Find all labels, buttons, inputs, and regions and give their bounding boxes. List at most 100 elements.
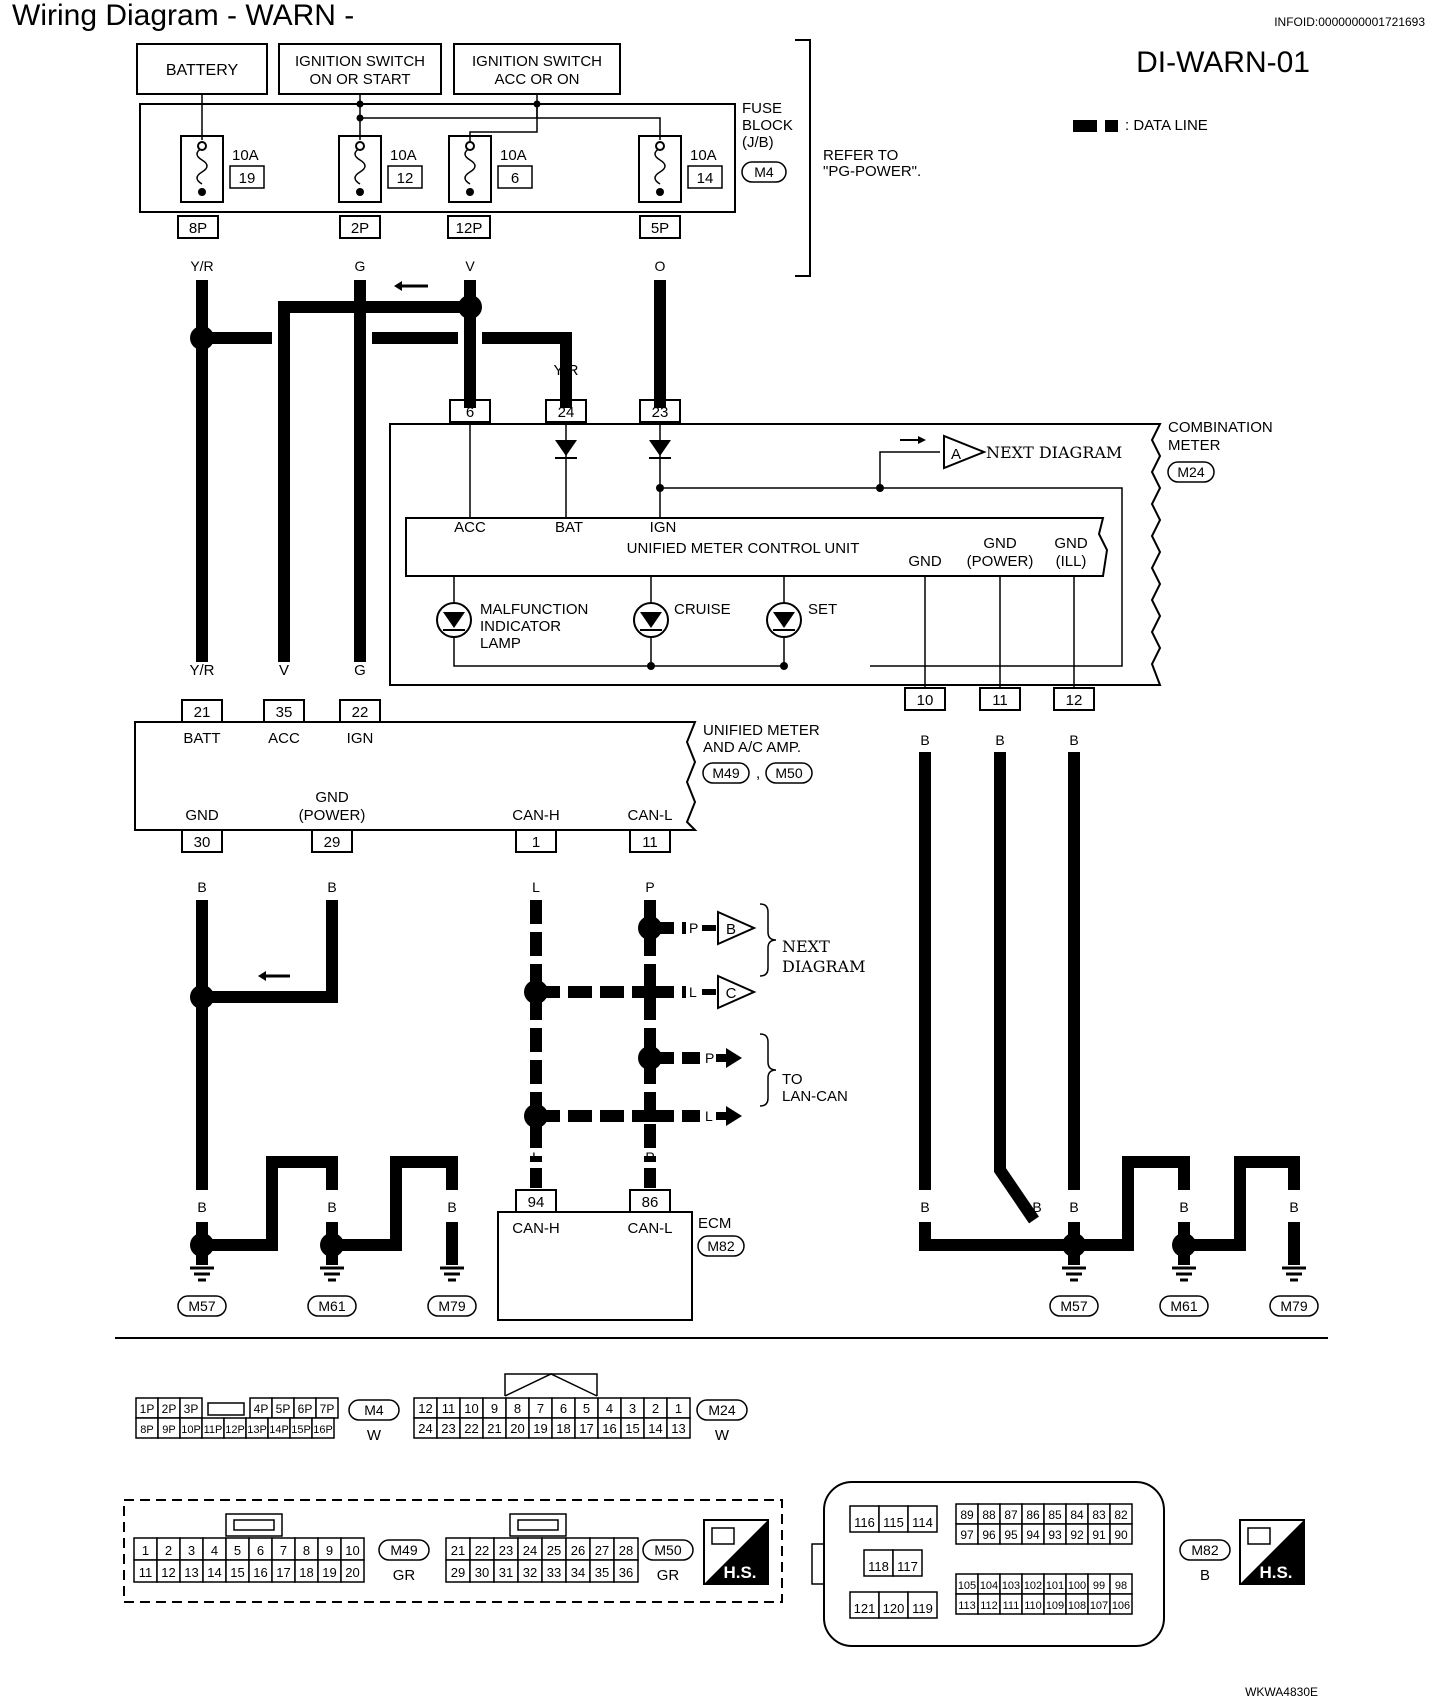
m4-pin: 9P <box>157 1417 181 1439</box>
m49-pin: 10 <box>340 1537 365 1561</box>
fuse-pin-8p: 8P <box>177 215 219 239</box>
svg-text:12: 12 <box>161 1565 175 1580</box>
fuse-12-amp: 10A <box>390 147 417 164</box>
svg-text:112: 112 <box>980 1600 998 1612</box>
svg-text:24: 24 <box>418 1421 432 1436</box>
svg-text:101: 101 <box>1046 1580 1064 1592</box>
svg-text:86: 86 <box>642 1194 659 1211</box>
svg-text:118: 118 <box>868 1559 889 1574</box>
m24-pin: 11 <box>436 1397 461 1419</box>
m4-pin: 4P <box>249 1397 273 1419</box>
amp-pin-29: 29 <box>311 829 353 853</box>
svg-text:111: 111 <box>1003 1600 1020 1612</box>
m24-pin: 24 <box>413 1417 438 1439</box>
m24-latch <box>504 1373 598 1397</box>
svg-text:7: 7 <box>537 1401 544 1416</box>
umcu-gnd-power-2: (POWER) <box>967 553 1034 570</box>
fuse-19-amp: 10A <box>232 147 259 164</box>
m49-id: M49 <box>390 1542 417 1558</box>
m24-pin: 2 <box>643 1397 668 1419</box>
footer-code: WKWA4830E <box>1245 1685 1318 1699</box>
svg-text:H.S.: H.S. <box>1259 1563 1292 1582</box>
m82-pin: 92 <box>1065 1523 1089 1545</box>
m82-pin: 86 <box>1021 1503 1045 1525</box>
amp-pin-30: 30 <box>181 829 223 853</box>
svg-text:17: 17 <box>276 1565 290 1580</box>
combo-pin-12: 12 <box>1053 687 1095 711</box>
svg-text:106: 106 <box>1112 1600 1130 1612</box>
svg-text:19: 19 <box>322 1565 336 1580</box>
m24-pin: 7 <box>528 1397 553 1419</box>
m82-pin: 117 <box>892 1549 923 1577</box>
m50-pin: 29 <box>445 1559 471 1583</box>
svg-text:36: 36 <box>619 1565 633 1580</box>
m49-badge-face <box>378 1539 430 1561</box>
svg-text:96: 96 <box>982 1528 996 1542</box>
m82-pin: 84 <box>1065 1503 1089 1525</box>
wire-l-to-c: L <box>689 984 697 1000</box>
wire-b-g3: B <box>327 1199 336 1215</box>
amp-gnd: GND <box>185 807 219 824</box>
svg-text:88: 88 <box>982 1508 996 1522</box>
m24-pin: 20 <box>505 1417 530 1439</box>
m24-pin: 19 <box>528 1417 553 1439</box>
m82-pin: 114 <box>907 1505 938 1533</box>
m24-pin: 18 <box>551 1417 576 1439</box>
fuse-block-connector: M4 <box>754 164 774 180</box>
m82-pin: 85 <box>1043 1503 1067 1525</box>
svg-text:6: 6 <box>466 404 474 421</box>
svg-text:6: 6 <box>257 1543 264 1558</box>
umcu-gnd-ill-2: (ILL) <box>1056 553 1087 570</box>
fuse-block-label-1: FUSE <box>742 100 782 117</box>
ground-symbol-m61-left: M61 <box>307 1266 357 1317</box>
m4-pin: 12P <box>223 1417 247 1439</box>
svg-text:BATT: BATT <box>183 730 220 747</box>
svg-text:5P: 5P <box>276 1402 291 1416</box>
malfunction-indicator-lamp-icon <box>436 602 472 638</box>
m50-pin: 26 <box>565 1537 591 1561</box>
svg-text:102: 102 <box>1024 1580 1042 1592</box>
m24-pin: 12 <box>413 1397 438 1419</box>
svg-text:117: 117 <box>897 1559 918 1574</box>
svg-text:98: 98 <box>1115 1580 1127 1592</box>
m4-pin: 13P <box>245 1417 269 1439</box>
svg-text:14: 14 <box>648 1421 662 1436</box>
m4-pin: 15P <box>289 1417 313 1439</box>
m4-id: M4 <box>364 1402 384 1418</box>
wire-color-g: G <box>355 258 366 274</box>
combo-pin-10: 10 <box>904 687 946 711</box>
svg-text:5P: 5P <box>651 220 669 237</box>
m50-pin: 35 <box>589 1559 615 1583</box>
wire-b-r5: B <box>1179 1199 1188 1215</box>
m24-pin: 6 <box>551 1397 576 1419</box>
svg-text:22: 22 <box>475 1543 489 1558</box>
svg-text:90: 90 <box>1114 1528 1128 1542</box>
m82-pin: 88 <box>977 1503 1001 1525</box>
amp-canl: CAN-L <box>627 807 672 824</box>
wire-l-to-lan: L <box>705 1108 713 1124</box>
m49-badge <box>702 762 750 784</box>
svg-text:108: 108 <box>1068 1600 1086 1612</box>
next-diagram-c-marker <box>717 974 757 1010</box>
svg-text:1: 1 <box>675 1401 682 1416</box>
svg-text:121: 121 <box>854 1601 876 1616</box>
amp-label-2: AND A/C AMP. <box>703 739 801 756</box>
m4-pin: 8P <box>135 1417 159 1439</box>
m50-latch <box>517 1519 559 1531</box>
m4-pin: 10P <box>179 1417 203 1439</box>
m49-m50-group <box>123 1499 783 1603</box>
svg-text:11: 11 <box>442 1401 456 1416</box>
svg-text:16P: 16P <box>313 1424 333 1436</box>
wire-b-g5: B <box>447 1199 456 1215</box>
m24-pin: 14 <box>643 1417 668 1439</box>
m82-pin: 95 <box>999 1523 1023 1545</box>
svg-text:2P: 2P <box>162 1402 177 1416</box>
m82-pin: 112 <box>977 1593 1001 1615</box>
m82-pin: 121 <box>849 1591 880 1619</box>
svg-text:2: 2 <box>165 1543 172 1558</box>
m82-pin: 103 <box>999 1573 1023 1595</box>
m24-pin: 5 <box>574 1397 599 1419</box>
m82-badge-face <box>1179 1539 1231 1561</box>
svg-text:10P: 10P <box>181 1424 201 1436</box>
